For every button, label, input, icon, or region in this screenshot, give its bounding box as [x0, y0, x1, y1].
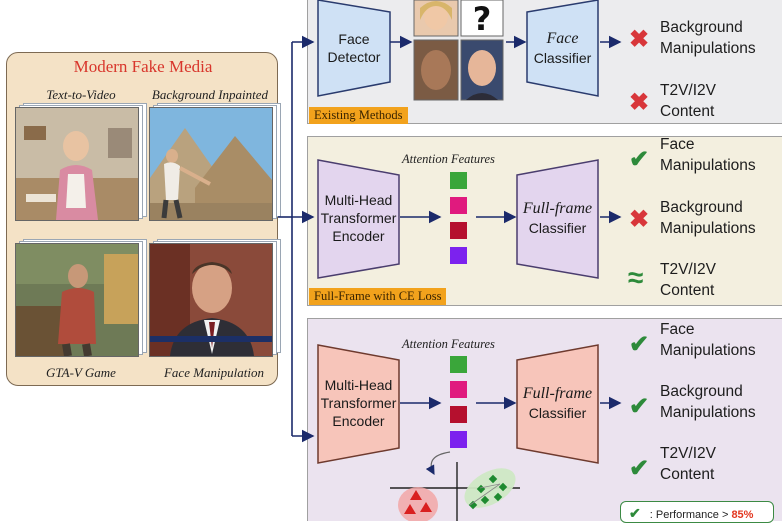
- thumb-label-face-manipulation: Face Manipulation: [163, 365, 264, 380]
- encoder-shape-row2: [317, 159, 400, 279]
- encoder-shape-row3: [317, 344, 400, 464]
- performance-badge: ✔ : Performance > 85%: [620, 501, 774, 523]
- check-icon: ✔: [629, 146, 650, 173]
- face-detector-shape: [317, 0, 391, 97]
- thumb-label-background-inpainted: Background Inpainted: [151, 87, 269, 102]
- modern-fake-media-panel: Modern Fake Media Text-to-Video Backgrou…: [6, 52, 281, 386]
- attention-features-label: Attention Features: [402, 152, 495, 166]
- cross-icon: ✖: [629, 89, 650, 116]
- branch-connector: [278, 35, 315, 443]
- approx-icon: ≈: [628, 262, 644, 293]
- check-icon: ✔: [629, 505, 641, 521]
- check-icon: ✔: [629, 331, 650, 358]
- performance-label: Performance >: [655, 509, 729, 521]
- face-classifier-shape: [526, 0, 599, 97]
- thumb-label-text-to-video: Text-to-Video: [46, 87, 116, 102]
- panel-title: Modern Fake Media: [73, 57, 213, 76]
- classifier-shape-row2: [516, 159, 599, 279]
- existing-methods-tag: Existing Methods: [309, 107, 408, 124]
- svg-text:?: ?: [473, 0, 492, 38]
- check-icon: ✔: [629, 393, 650, 420]
- attention-features-label: Attention Features: [402, 337, 495, 351]
- cross-icon: ✖: [629, 26, 650, 53]
- cross-icon: ✖: [629, 206, 650, 233]
- check-icon: ✔: [629, 455, 650, 482]
- embedding-space-plot: [390, 451, 520, 521]
- classifier-shape-row3: [516, 344, 599, 464]
- face-crops: ?: [413, 0, 504, 101]
- full-frame-ce-loss-tag: Full-Frame with CE Loss: [309, 288, 447, 305]
- performance-value: 85%: [731, 509, 754, 521]
- thumb-label-gta-v-game: GTA-V Game: [46, 365, 116, 380]
